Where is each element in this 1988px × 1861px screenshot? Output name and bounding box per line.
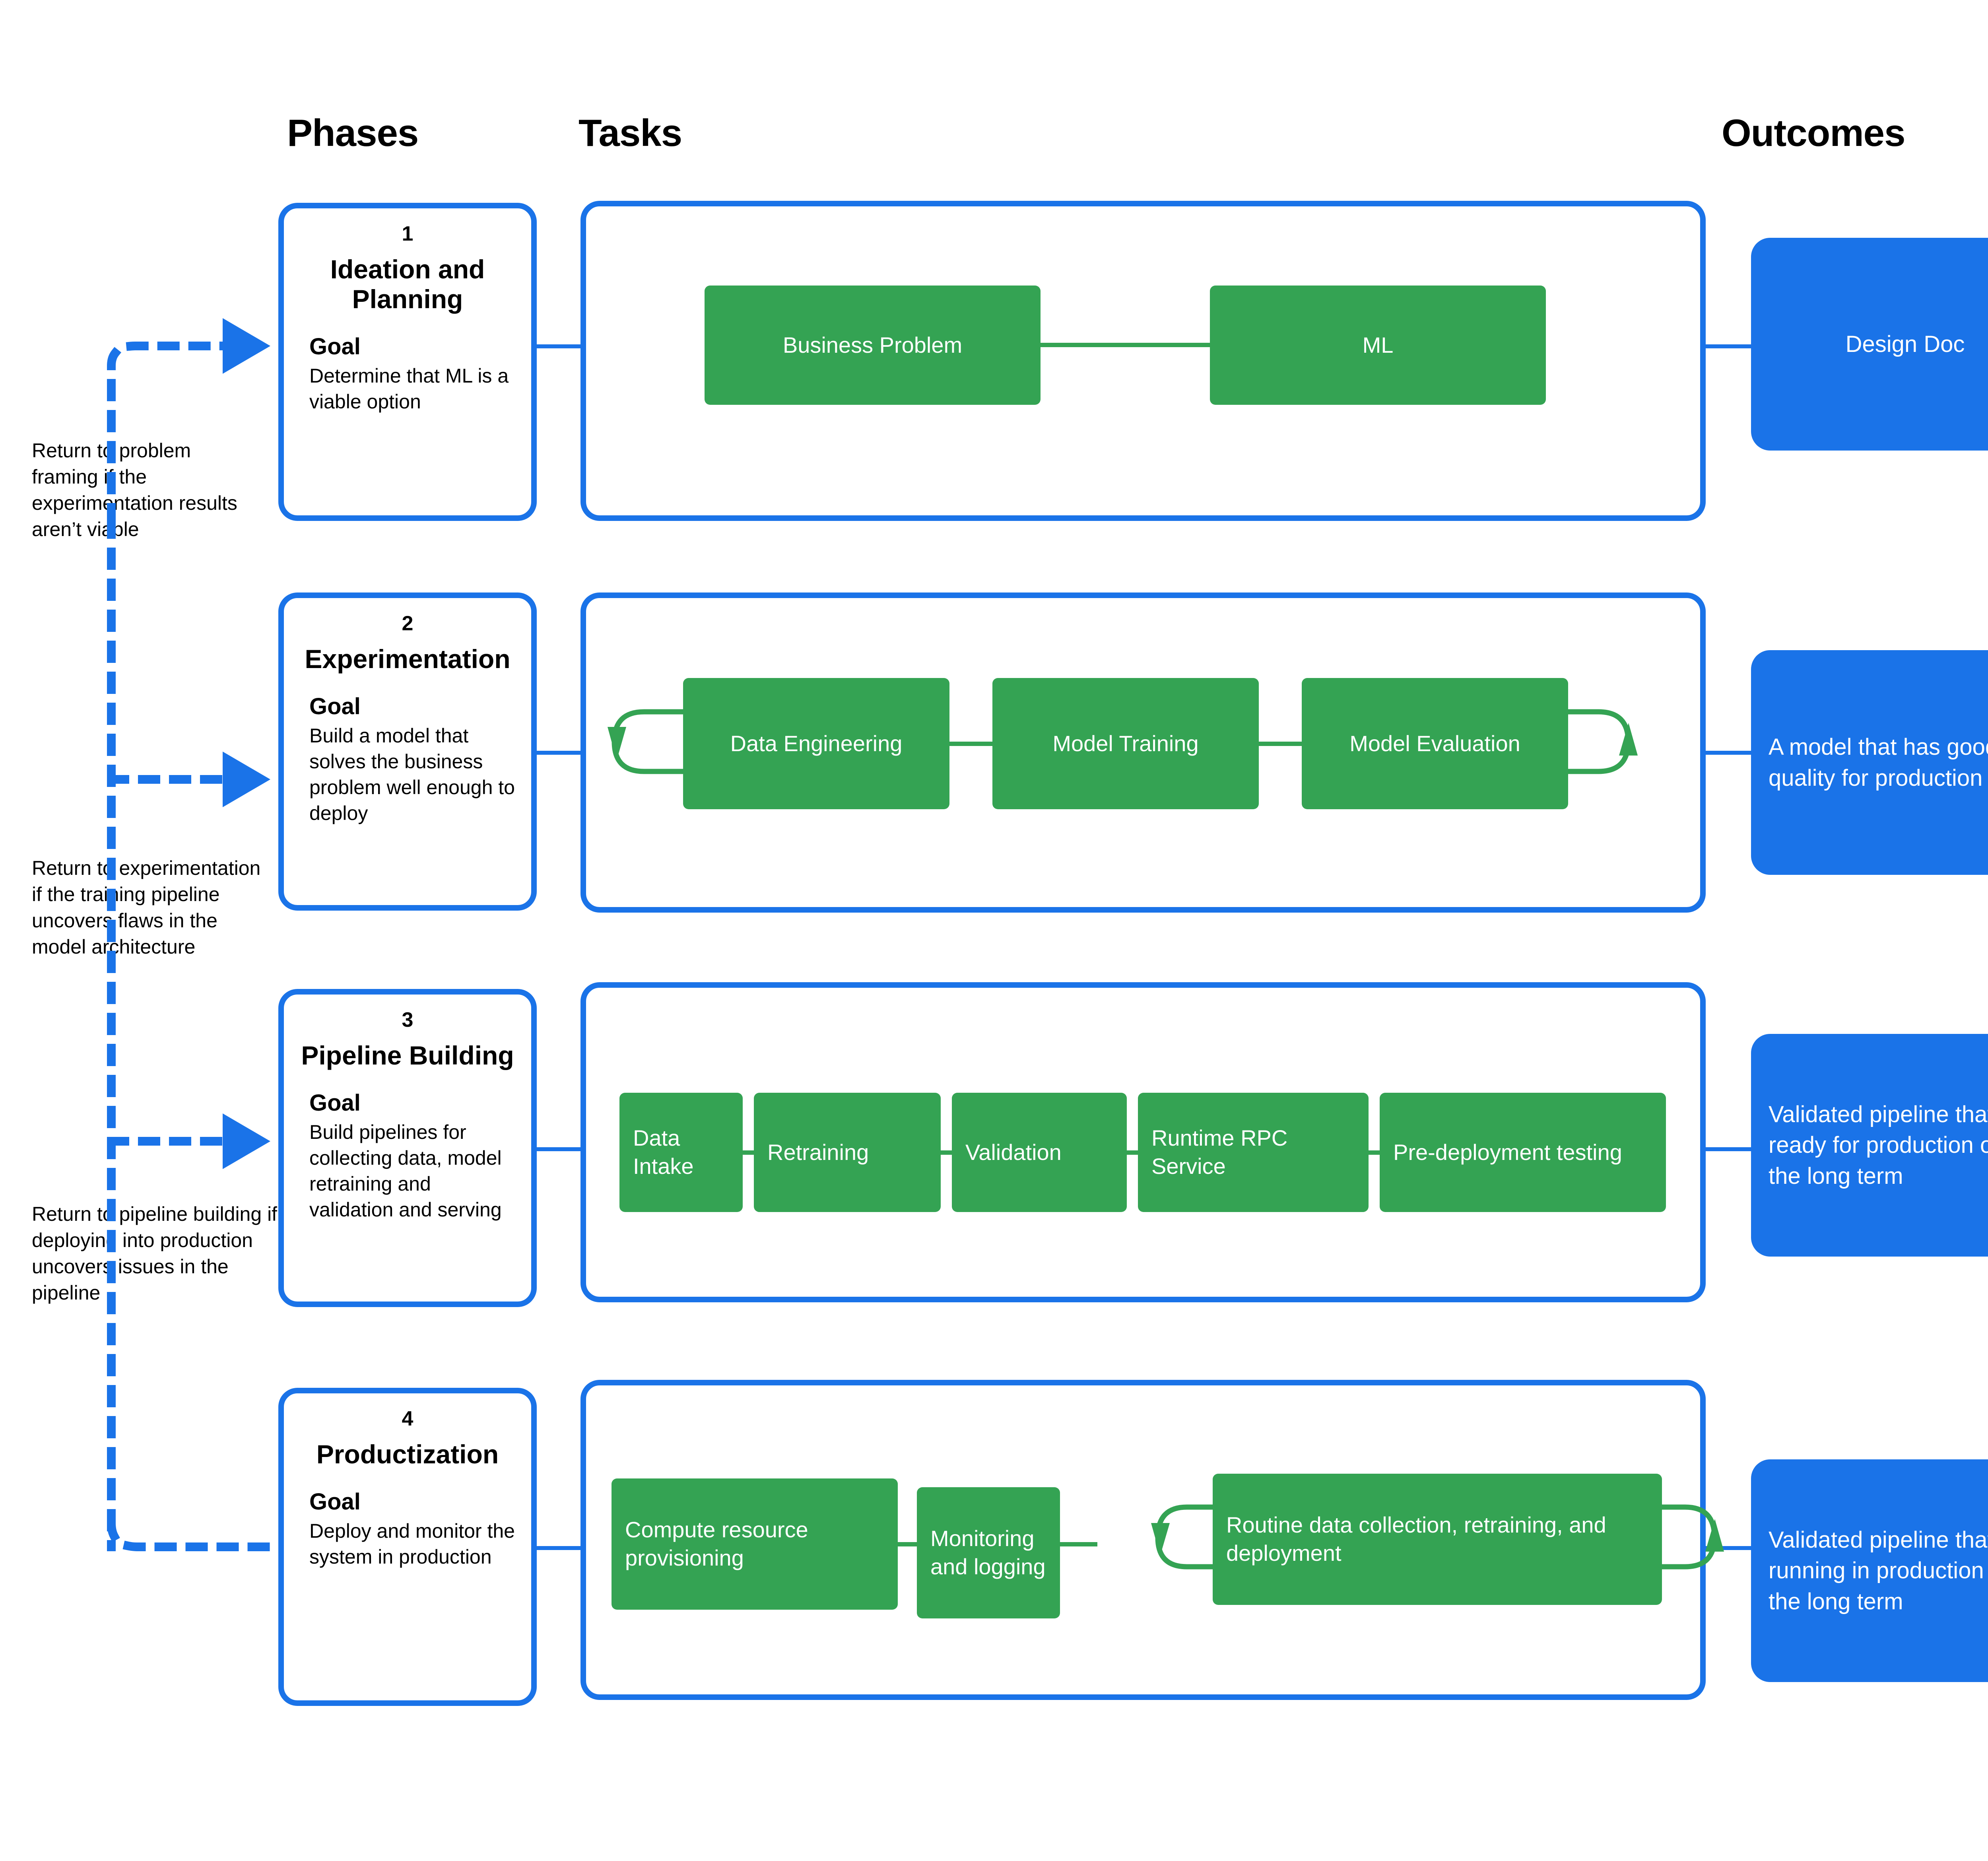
task-chip-pre-deployment-testing[interactable]: Pre-deployment testing bbox=[1380, 1093, 1666, 1212]
task-chip-business-problem[interactable]: Business Problem bbox=[705, 286, 1041, 405]
note-return-to-problem-framing: Return to problem framing if the experim… bbox=[32, 439, 237, 540]
connector-tasks-outcome-4 bbox=[1703, 1546, 1755, 1550]
phase-number: 2 bbox=[402, 612, 414, 635]
arrowhead-return-2 bbox=[223, 752, 270, 807]
task-connector-4-2 bbox=[1058, 1542, 1097, 1546]
note-return-to-experimentation-left: Return to experimentation if the trainin… bbox=[32, 857, 261, 958]
task-connector-3-4 bbox=[1366, 1150, 1382, 1155]
task-chip-data-intake[interactable]: Data Intake bbox=[619, 1093, 743, 1212]
task-connector-3-3 bbox=[1124, 1150, 1140, 1155]
connector-tasks-outcome-1 bbox=[1703, 344, 1755, 348]
phase-title: Pipeline Building bbox=[301, 1041, 514, 1070]
phase-goal-text: Build a model that solves the business p… bbox=[309, 725, 515, 825]
outcome-box-2[interactable]: A model that has good quality for produc… bbox=[1751, 650, 1988, 875]
arrowhead-return-3 bbox=[223, 1113, 270, 1169]
task-connector-1-1 bbox=[1038, 343, 1213, 347]
task-chip-ml[interactable]: ML bbox=[1210, 286, 1546, 405]
task-connector-3-1 bbox=[740, 1150, 756, 1155]
task-chip-retraining[interactable]: Retraining bbox=[754, 1093, 941, 1212]
task-chip-routine-data-collection[interactable]: Routine data collection, retraining, and… bbox=[1213, 1474, 1662, 1605]
phase-card-3[interactable]: 3 Pipeline Building Goal Build pipelines… bbox=[278, 989, 537, 1307]
outcome-box-3[interactable]: Validated pipeline that’s ready for prod… bbox=[1751, 1034, 1988, 1257]
outcome-box-1[interactable]: Design Doc bbox=[1751, 238, 1988, 451]
connector-phase-tasks-4 bbox=[534, 1546, 582, 1550]
task-chip-model-training[interactable]: Model Training bbox=[992, 678, 1259, 809]
phase-goal-text: Build pipelines for collecting data, mod… bbox=[309, 1121, 502, 1221]
column-header-phases: Phases bbox=[287, 112, 419, 154]
outcome-box-4[interactable]: Validated pipeline that’s running in pro… bbox=[1751, 1459, 1988, 1682]
connector-tasks-outcome-2 bbox=[1703, 751, 1755, 755]
phase-goal-text: Determine that ML is a viable option bbox=[309, 365, 509, 413]
note-return-to-pipeline-building: Return to pipeline building if deploying… bbox=[32, 1203, 278, 1304]
phase-title: Ideation and Planning bbox=[330, 254, 485, 314]
phase-card-1[interactable]: 1 Ideation and Planning Goal Determine t… bbox=[278, 203, 537, 521]
phase-number: 4 bbox=[402, 1407, 414, 1430]
task-chip-validation[interactable]: Validation bbox=[952, 1093, 1127, 1212]
connector-tasks-outcome-3 bbox=[1703, 1147, 1755, 1151]
phase-title: Productization bbox=[316, 1439, 499, 1469]
phase-card-2[interactable]: 2 Experimentation Goal Build a model tha… bbox=[278, 592, 537, 911]
connector-phase-tasks-1 bbox=[534, 344, 582, 348]
task-chip-data-engineering[interactable]: Data Engineering bbox=[683, 678, 949, 809]
column-header-outcomes: Outcomes bbox=[1722, 112, 1905, 154]
column-header-tasks: Tasks bbox=[579, 112, 682, 154]
task-connector-2-2 bbox=[1256, 742, 1304, 746]
phase-goal-label: Goal bbox=[309, 334, 361, 360]
phase-goal-text: Deploy and monitor the system in product… bbox=[309, 1520, 515, 1568]
connector-phase-tasks-3 bbox=[534, 1147, 582, 1151]
phase-goal-label: Goal bbox=[309, 694, 361, 720]
phase-goal-label: Goal bbox=[309, 1090, 361, 1116]
connector-phase-tasks-2 bbox=[534, 751, 582, 755]
dashed-path-bottom-entry bbox=[107, 1518, 283, 1551]
phase-title: Experimentation bbox=[305, 644, 511, 674]
phase-card-4[interactable]: 4 Productization Goal Deploy and monitor… bbox=[278, 1388, 537, 1706]
task-chip-compute-resource-provisioning[interactable]: Compute resource provisioning bbox=[612, 1478, 898, 1610]
task-connector-4-1 bbox=[895, 1542, 919, 1546]
arrowhead-return-1 bbox=[223, 318, 270, 374]
task-connector-3-2 bbox=[938, 1150, 954, 1155]
phase-number: 3 bbox=[402, 1008, 414, 1032]
task-chip-model-evaluation[interactable]: Model Evaluation bbox=[1302, 678, 1568, 809]
task-chip-monitoring-and-logging[interactable]: Monitoring and logging bbox=[917, 1487, 1060, 1618]
task-chip-runtime-rpc-service[interactable]: Runtime RPC Service bbox=[1138, 1093, 1369, 1212]
phase-goal-label: Goal bbox=[309, 1489, 361, 1515]
task-connector-2-1 bbox=[947, 742, 995, 746]
phase-number: 1 bbox=[402, 222, 414, 245]
